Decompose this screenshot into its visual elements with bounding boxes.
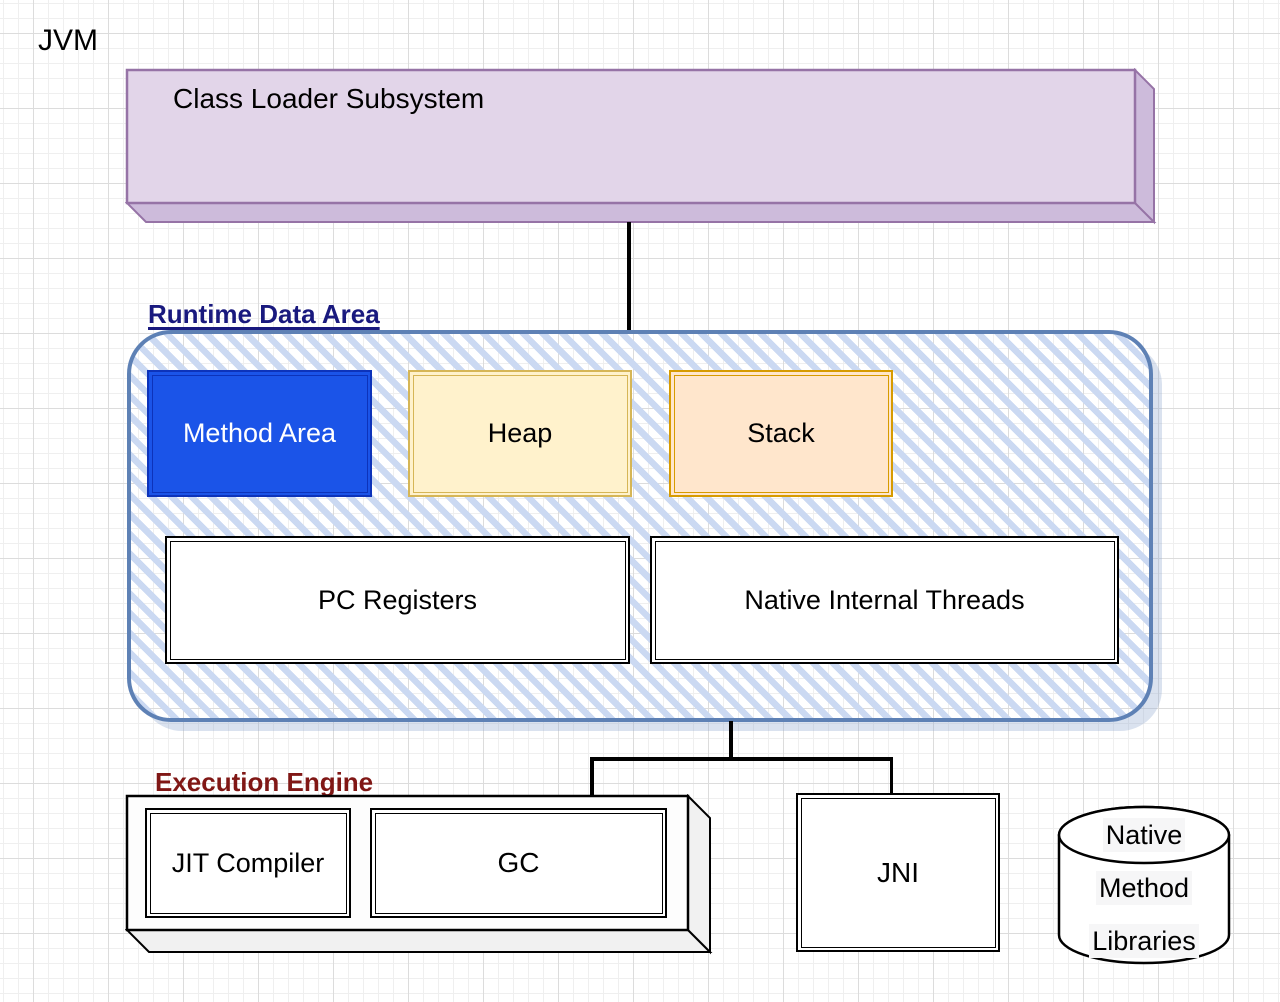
native-method-libraries-line1: Native bbox=[1102, 817, 1186, 852]
heap-box: Heap bbox=[408, 370, 632, 497]
execution-engine-heading: Execution Engine bbox=[155, 767, 374, 797]
jit-compiler-box: JIT Compiler bbox=[145, 808, 351, 918]
class-loader-label: Class Loader Subsystem bbox=[173, 83, 485, 114]
jit-compiler-label: JIT Compiler bbox=[171, 847, 325, 878]
pc-registers-box: PC Registers bbox=[165, 536, 630, 664]
jni-label: JNI bbox=[877, 856, 919, 888]
gc-label: GC bbox=[497, 847, 540, 878]
native-method-libraries-label: Native Method Libraries bbox=[1057, 804, 1231, 966]
method-area-box: Method Area bbox=[147, 370, 372, 497]
gc-box: GC bbox=[370, 808, 667, 918]
class-loader-front-face bbox=[125, 68, 1137, 205]
connector-loader-to-runtime bbox=[627, 222, 631, 330]
class-loader-box bbox=[125, 68, 1157, 225]
connector-runtime-stem bbox=[729, 721, 733, 759]
native-internal-threads-label: Native Internal Threads bbox=[744, 584, 1025, 615]
stack-box: Stack bbox=[669, 370, 893, 497]
heap-label: Heap bbox=[487, 418, 553, 448]
stack-label: Stack bbox=[747, 418, 815, 448]
pc-registers-label: PC Registers bbox=[317, 584, 478, 615]
class-loader-bottom-face bbox=[125, 202, 1157, 223]
class-loader-right-face bbox=[1134, 68, 1155, 225]
execution-engine-bottom-face bbox=[125, 929, 713, 953]
native-method-libraries-line2: Method bbox=[1095, 870, 1193, 905]
execution-engine-right-face bbox=[687, 794, 711, 955]
connector-to-jni bbox=[889, 757, 893, 794]
native-internal-threads-box: Native Internal Threads bbox=[650, 536, 1119, 664]
runtime-data-area-heading: Runtime Data Area bbox=[148, 299, 380, 329]
connector-branch-horizontal bbox=[590, 757, 893, 761]
connector-to-execution-engine bbox=[590, 757, 594, 797]
jvm-title: JVM bbox=[38, 24, 98, 57]
method-area-label: Method Area bbox=[182, 418, 337, 448]
jni-box: JNI bbox=[796, 793, 1000, 952]
native-method-libraries-line3: Libraries bbox=[1089, 923, 1199, 958]
